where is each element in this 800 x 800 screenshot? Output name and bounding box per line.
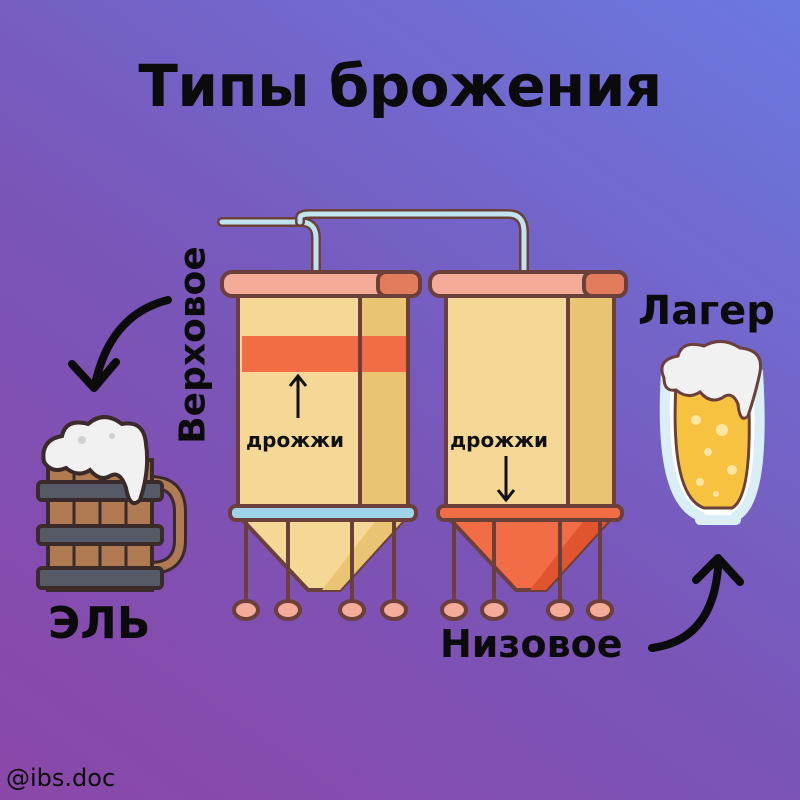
right-tank-icon [428, 270, 628, 621]
beer-glass-icon [659, 340, 765, 525]
right-tank-pipe-fill [297, 211, 527, 275]
right-tank-pipe [295, 209, 529, 277]
left-tank-icon [220, 270, 422, 621]
yeast-top-label: дрожжи [246, 428, 345, 452]
page-title: Типы брожения [138, 52, 662, 120]
ale-label: ЭЛЬ [48, 598, 151, 649]
wooden-beer-mug-icon [36, 415, 187, 592]
top-fermentation-label: Верховое [172, 246, 214, 444]
arrow-up-icon [288, 373, 308, 418]
pipes [217, 209, 529, 277]
curved-arrow-to-ale-icon [68, 296, 172, 392]
lager-label: Лагер [638, 288, 775, 334]
bottom-fermentation-label: Низовое [440, 622, 623, 666]
left-tank-pipe-fill [219, 219, 319, 275]
curved-arrow-to-lager-icon [648, 554, 744, 652]
credit-handle: @ibs.doc [6, 764, 116, 792]
arrow-down-icon [496, 456, 516, 503]
left-tank-pipe [217, 217, 321, 277]
yeast-bottom-label: дрожжи [450, 428, 549, 452]
